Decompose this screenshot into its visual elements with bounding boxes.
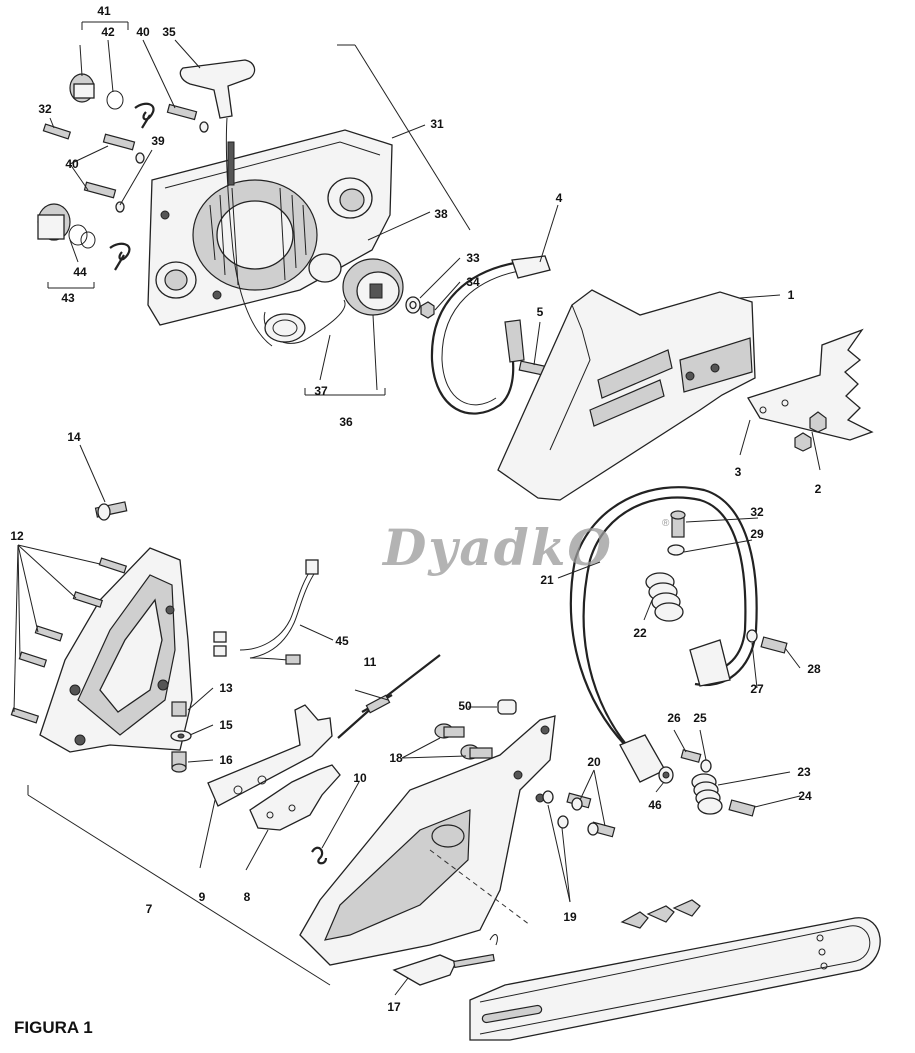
callout-13: 13 bbox=[219, 681, 233, 695]
trigger-lock-8 bbox=[249, 764, 341, 831]
callout-3: 3 bbox=[734, 465, 742, 479]
callout-29: 29 bbox=[750, 527, 764, 541]
callout-45: 45 bbox=[335, 634, 349, 648]
callout-17: 17 bbox=[387, 1000, 401, 1014]
washer-nut-part bbox=[405, 296, 435, 319]
callout-8: 8 bbox=[243, 890, 251, 904]
brake-band-part bbox=[430, 255, 551, 415]
callout-23: 23 bbox=[797, 765, 811, 779]
adjuster-upper-part bbox=[69, 73, 155, 129]
housing-screws bbox=[42, 103, 209, 213]
chain-links-part bbox=[620, 899, 701, 929]
callout-39: 39 bbox=[151, 134, 165, 148]
callout-28: 28 bbox=[807, 662, 821, 676]
callout-21: 21 bbox=[540, 573, 554, 587]
callout-33: 33 bbox=[466, 251, 480, 265]
callout-26: 26 bbox=[667, 711, 681, 725]
callout-19: 19 bbox=[563, 910, 577, 924]
callout-34: 34 bbox=[466, 275, 480, 289]
nut-washer-bolt-13-16 bbox=[170, 701, 192, 773]
callout-11: 11 bbox=[363, 655, 377, 669]
callout-2: 2 bbox=[814, 482, 822, 496]
callout-37: 37 bbox=[314, 384, 328, 398]
callout-12: 12 bbox=[10, 529, 24, 543]
spring-22 bbox=[645, 572, 684, 622]
guide-bar-part bbox=[469, 917, 881, 1041]
callout-36: 36 bbox=[339, 415, 353, 429]
callout-32-top: 32 bbox=[38, 102, 52, 116]
callout-35: 35 bbox=[162, 25, 176, 39]
spring-23 bbox=[691, 773, 723, 815]
callout-14: 14 bbox=[67, 430, 81, 444]
leader-lines bbox=[13, 21, 821, 996]
throttle-lever-9 bbox=[207, 704, 333, 807]
watermark-registered-mark: ® bbox=[662, 518, 670, 529]
callout-20: 20 bbox=[587, 755, 601, 769]
screws-19-20 bbox=[542, 790, 616, 838]
bumper-spike-part bbox=[747, 328, 874, 452]
callout-31: 31 bbox=[430, 117, 444, 131]
callout-22: 22 bbox=[633, 626, 647, 640]
callout-27: 27 bbox=[750, 682, 764, 696]
starter-housing-part bbox=[147, 129, 393, 326]
callout-40-top: 40 bbox=[136, 25, 150, 39]
callout-15: 15 bbox=[219, 718, 233, 732]
watermark-logo: DyadkO bbox=[383, 518, 613, 577]
callout-32-right: 32 bbox=[750, 505, 764, 519]
part-14-plug bbox=[94, 501, 128, 521]
screw-32-29 bbox=[667, 510, 686, 556]
spring-10 bbox=[311, 846, 328, 865]
callout-41: 41 bbox=[97, 4, 111, 18]
callout-42: 42 bbox=[101, 25, 115, 39]
callout-16: 16 bbox=[219, 753, 233, 767]
callout-24: 24 bbox=[798, 789, 812, 803]
trigger-part bbox=[392, 934, 498, 986]
rear-handle-part bbox=[299, 715, 556, 966]
wire-harness-part bbox=[213, 559, 319, 665]
callout-5: 5 bbox=[536, 305, 544, 319]
adjuster-lower-part bbox=[37, 203, 131, 271]
callout-4: 4 bbox=[555, 191, 563, 205]
side-plate-screws bbox=[10, 557, 128, 724]
callout-1: 1 bbox=[787, 288, 795, 302]
side-plate-part bbox=[39, 547, 193, 753]
throttle-rod-part bbox=[337, 654, 441, 739]
pins-18-50 bbox=[434, 699, 517, 760]
callout-44: 44 bbox=[73, 265, 87, 279]
callout-43: 43 bbox=[61, 291, 75, 305]
callout-18: 18 bbox=[389, 751, 403, 765]
callout-25: 25 bbox=[693, 711, 707, 725]
callout-50: 50 bbox=[458, 699, 472, 713]
callout-7: 7 bbox=[145, 902, 153, 916]
screws-24-26 bbox=[658, 749, 756, 817]
chain-brake-cover-part bbox=[497, 289, 756, 501]
starter-handle-part bbox=[179, 59, 273, 347]
callout-40-left: 40 bbox=[65, 157, 79, 171]
callout-9: 9 bbox=[198, 890, 206, 904]
callout-38: 38 bbox=[434, 207, 448, 221]
callout-46: 46 bbox=[648, 798, 662, 812]
figure-caption: FIGURA 1 bbox=[14, 1018, 93, 1037]
callout-10: 10 bbox=[353, 771, 367, 785]
